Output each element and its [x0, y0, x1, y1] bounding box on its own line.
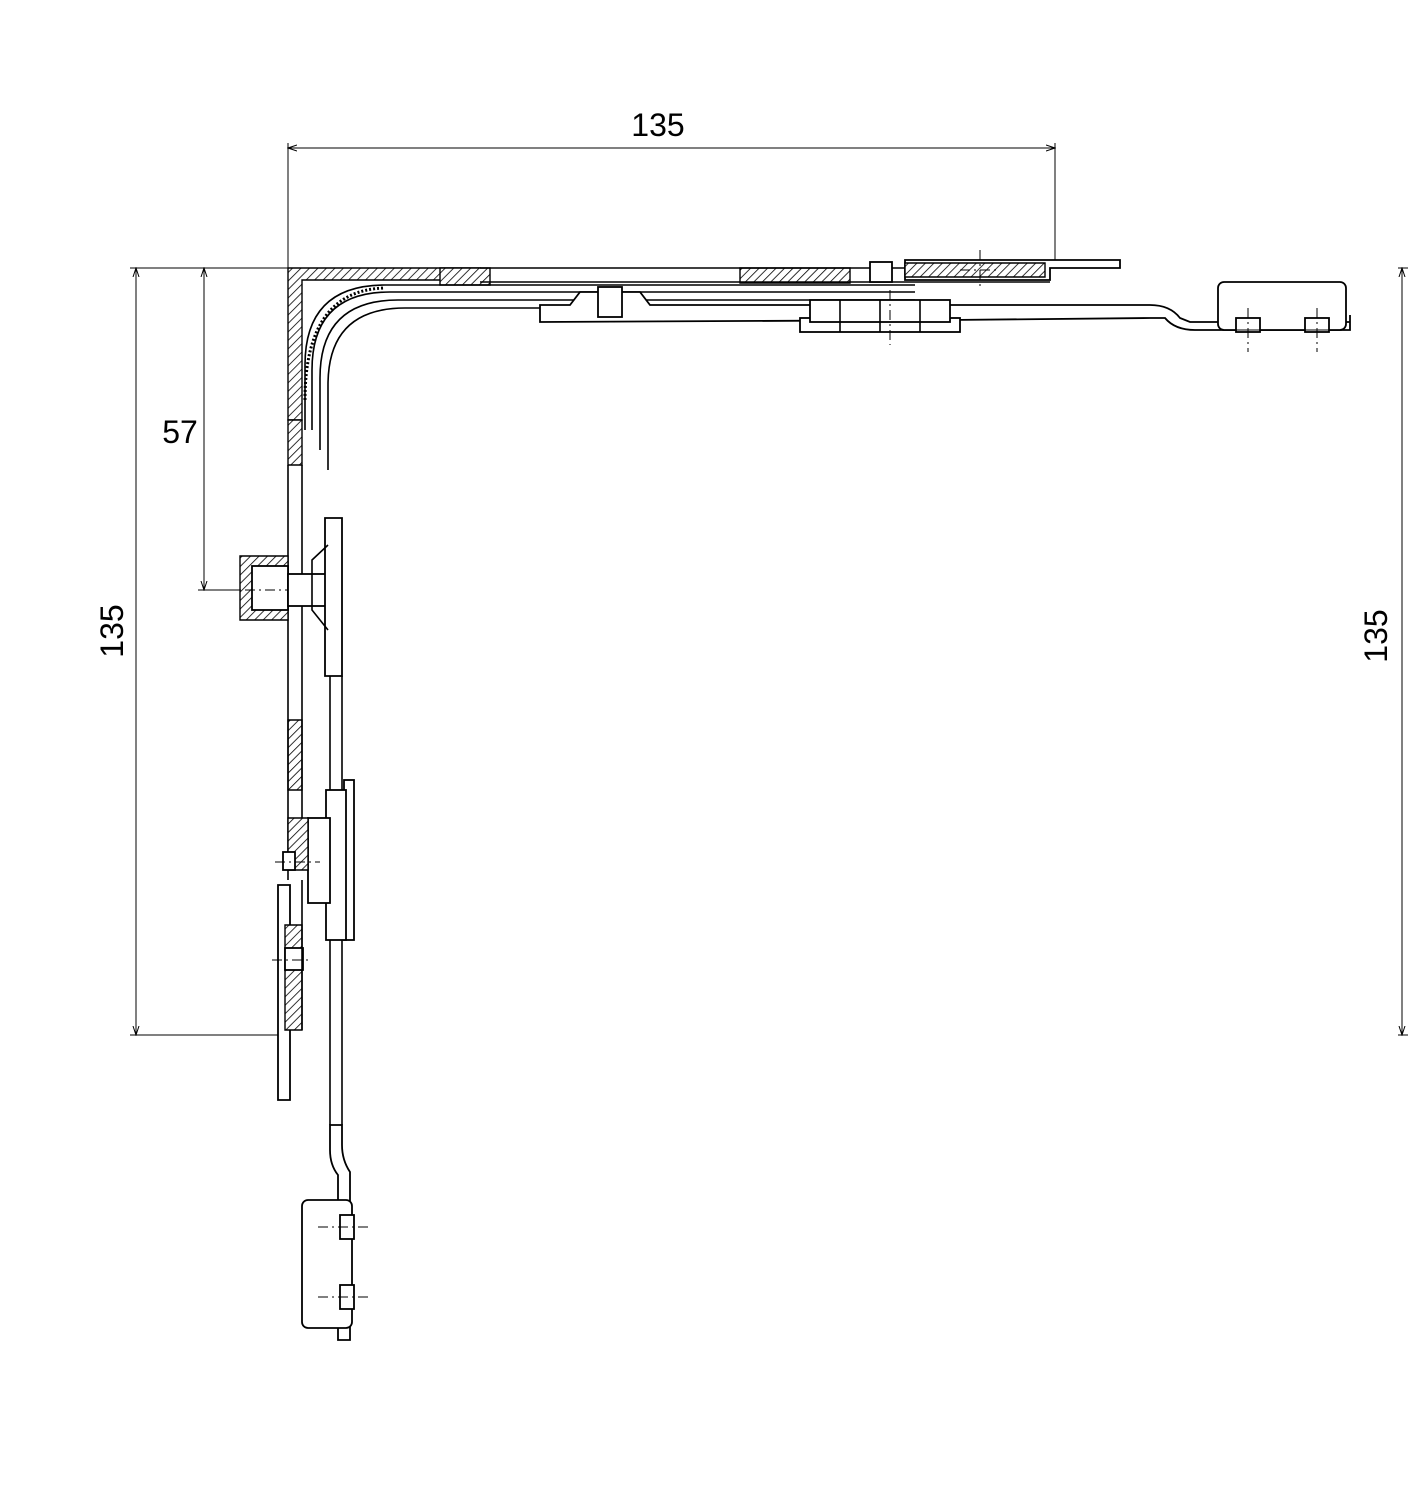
- corner-frame-profile: [287, 267, 1050, 880]
- dimension-left-height: 135: [94, 268, 282, 1035]
- top-locking-plate: [869, 250, 1121, 290]
- left-roller-housing: [275, 779, 355, 941]
- dimension-left-height-label: 135: [94, 604, 130, 657]
- left-pivot-bushing: [225, 555, 345, 621]
- dimension-right-height-label: 135: [1358, 609, 1394, 662]
- corner-drive-band: [303, 284, 915, 470]
- dimension-left-offset: 57: [162, 268, 288, 590]
- dimension-top-width-label: 135: [631, 107, 684, 143]
- left-lower-bracket: [272, 880, 312, 1101]
- top-end-block: [1217, 281, 1347, 352]
- dimension-top-width: 135: [288, 107, 1055, 268]
- dimension-left-offset-label: 57: [162, 414, 198, 450]
- top-connecting-rod: [539, 286, 1351, 345]
- dimension-right-height: 135: [1358, 268, 1408, 1035]
- bottom-end-block: [301, 1199, 372, 1329]
